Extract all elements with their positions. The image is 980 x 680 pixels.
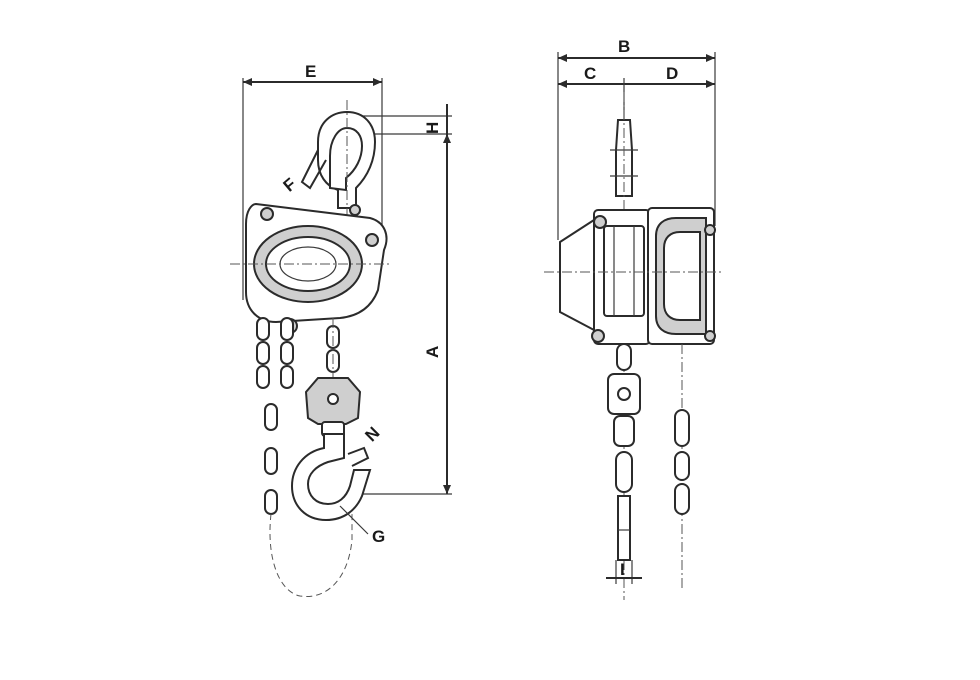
dimension-label-e: E [305,62,316,81]
dimension-a: A [355,134,452,495]
bottom-block-front [304,377,362,437]
dimension-label-f: F [280,174,300,195]
hoist-body-side [544,207,724,345]
front-view: E H A F [230,62,452,597]
top-hook: F [280,100,377,215]
load-chain-side [607,343,641,561]
dimension-label-c: C [584,64,596,83]
hand-chain-side [674,344,690,590]
bottom-hook: N G [290,423,385,546]
dimension-i: I [606,560,642,584]
hand-chain-front [256,317,353,597]
dimension-label-a: A [423,346,442,358]
dimension-c-d: C D [558,64,715,120]
dimension-label-h: H [423,122,442,134]
dimension-h: H [355,104,452,146]
dimension-label-n: N [361,423,383,445]
dimension-label-d: D [666,64,678,83]
dimension-e: E [242,62,383,300]
dimension-label-g: G [372,527,385,546]
hoist-body-front [230,202,390,334]
dimension-label-b: B [618,37,630,56]
side-view: B C D [544,37,724,600]
dimension-label-i: I [620,560,625,579]
load-chain-front [326,318,340,388]
